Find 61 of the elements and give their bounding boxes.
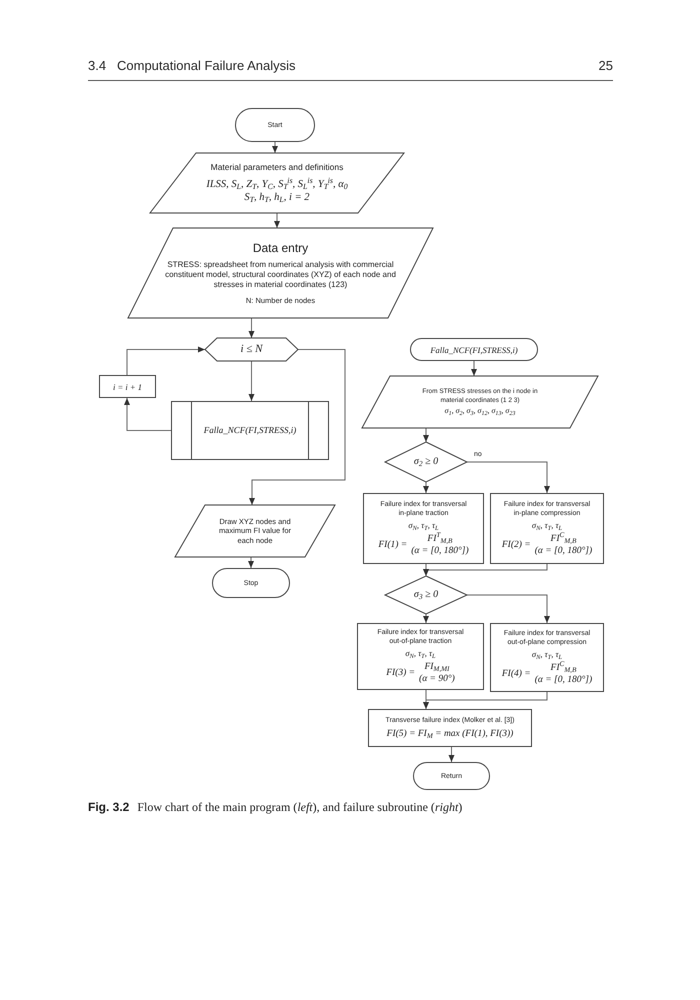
math-formula: σ$_{N}$, τ$_{T}$, τ$_{L}$ xyxy=(405,648,436,659)
arrow xyxy=(124,398,172,431)
process-box xyxy=(368,709,532,747)
arrow xyxy=(249,349,346,506)
arrow xyxy=(272,142,278,154)
arrow xyxy=(274,212,280,228)
arrow xyxy=(126,346,206,376)
arrow xyxy=(248,360,254,402)
process-box xyxy=(99,375,156,398)
section-number: 3.4 xyxy=(88,58,106,74)
math-formula: S$_{T}$, h$_{T}$, h$_{L}$, i = 2 xyxy=(244,191,310,204)
node-label: Material parameters and definitions xyxy=(210,162,344,173)
process-box xyxy=(490,623,604,692)
math-formula: σ$_{N}$, τ$_{T}$, τ$_{L}$ xyxy=(532,649,562,660)
data-parallelogram xyxy=(362,376,598,428)
math-formula: σ$_{2}$ ≥ 0 xyxy=(414,456,438,468)
math-formula: (α = [0, 180°]) xyxy=(411,545,469,557)
math-formula: σ$_{1}$, σ$_{2}$, σ$_{3}$, σ$_{12}$, σ$_{13}$, σ$_{23}$ xyxy=(444,406,516,416)
math-formula: i ≤ N xyxy=(240,343,262,356)
math-formula: FI(2) = xyxy=(502,539,531,551)
process-box xyxy=(357,623,484,690)
math-formula: i = i + 1 xyxy=(113,382,142,392)
figure-caption: Fig. 3.2 Flow chart of the main program (left), and failure subroutine (right) xyxy=(88,799,464,815)
math-formula: FI(5) = FI$_{M}$ = max (FI(1), FI(3)) xyxy=(386,728,514,740)
math-formula: (α = 90°) xyxy=(419,673,455,685)
math-formula: (α = [0, 180°]) xyxy=(534,545,592,557)
math-formula: Falla_NCF(FI,STRESS,i) xyxy=(204,425,296,436)
decision-diamond xyxy=(385,442,467,482)
math-formula: σ$_{N}$, τ$_{T}$, τ$_{L}$ xyxy=(408,520,439,531)
arrow xyxy=(248,556,254,568)
math-formula: ILSS, S$_{L}$, Z$_{T}$, Y$_{C}$, S$_{T}$$^{is}$, S$_{L}$$^{is}$, Y$_{T}$$^{is}$, α$_{0}$ xyxy=(206,178,348,191)
arrow xyxy=(423,692,548,710)
arrow xyxy=(423,564,548,576)
math-formula: Falla_NCF(FI,STRESS,i) xyxy=(430,344,518,354)
data-parallelogram xyxy=(128,228,433,318)
process-box xyxy=(490,493,604,564)
subroutine-box xyxy=(171,401,329,460)
math-formula: FI(4) = xyxy=(502,668,531,680)
math-formula: FI$_{M,MI}$ xyxy=(424,661,450,673)
data-parallelogram xyxy=(150,153,404,213)
decision-diamond xyxy=(385,576,467,614)
arrow xyxy=(423,482,429,494)
math-formula: FI(1) = xyxy=(378,539,408,551)
math-formula: FI(3) = xyxy=(386,667,416,679)
running-head: Computational Failure Analysis xyxy=(117,58,296,74)
math-formula: (α = [0, 180°]) xyxy=(534,674,592,686)
data-parallelogram xyxy=(175,505,335,557)
arrow xyxy=(423,614,429,624)
heading: Data entry xyxy=(252,240,308,255)
loop-hexagon xyxy=(205,338,298,361)
node-label: STRESS: spreadsheet from numerical analysis with commercial constituent model, structural coordinates (XYZ) of each node and stresses in material coordinates (123) xyxy=(164,260,397,290)
arrow xyxy=(248,318,254,338)
page-number: 25 xyxy=(598,58,613,74)
math-formula: σ$_{N}$, τ$_{T}$, τ$_{L}$ xyxy=(532,520,562,531)
arrow xyxy=(466,594,550,624)
arrow xyxy=(423,428,429,442)
arrow xyxy=(471,360,477,376)
math-formula: σ$_{3}$ ≥ 0 xyxy=(414,589,438,601)
process-box xyxy=(363,493,484,564)
arrow xyxy=(466,462,550,494)
arrow xyxy=(448,746,454,762)
